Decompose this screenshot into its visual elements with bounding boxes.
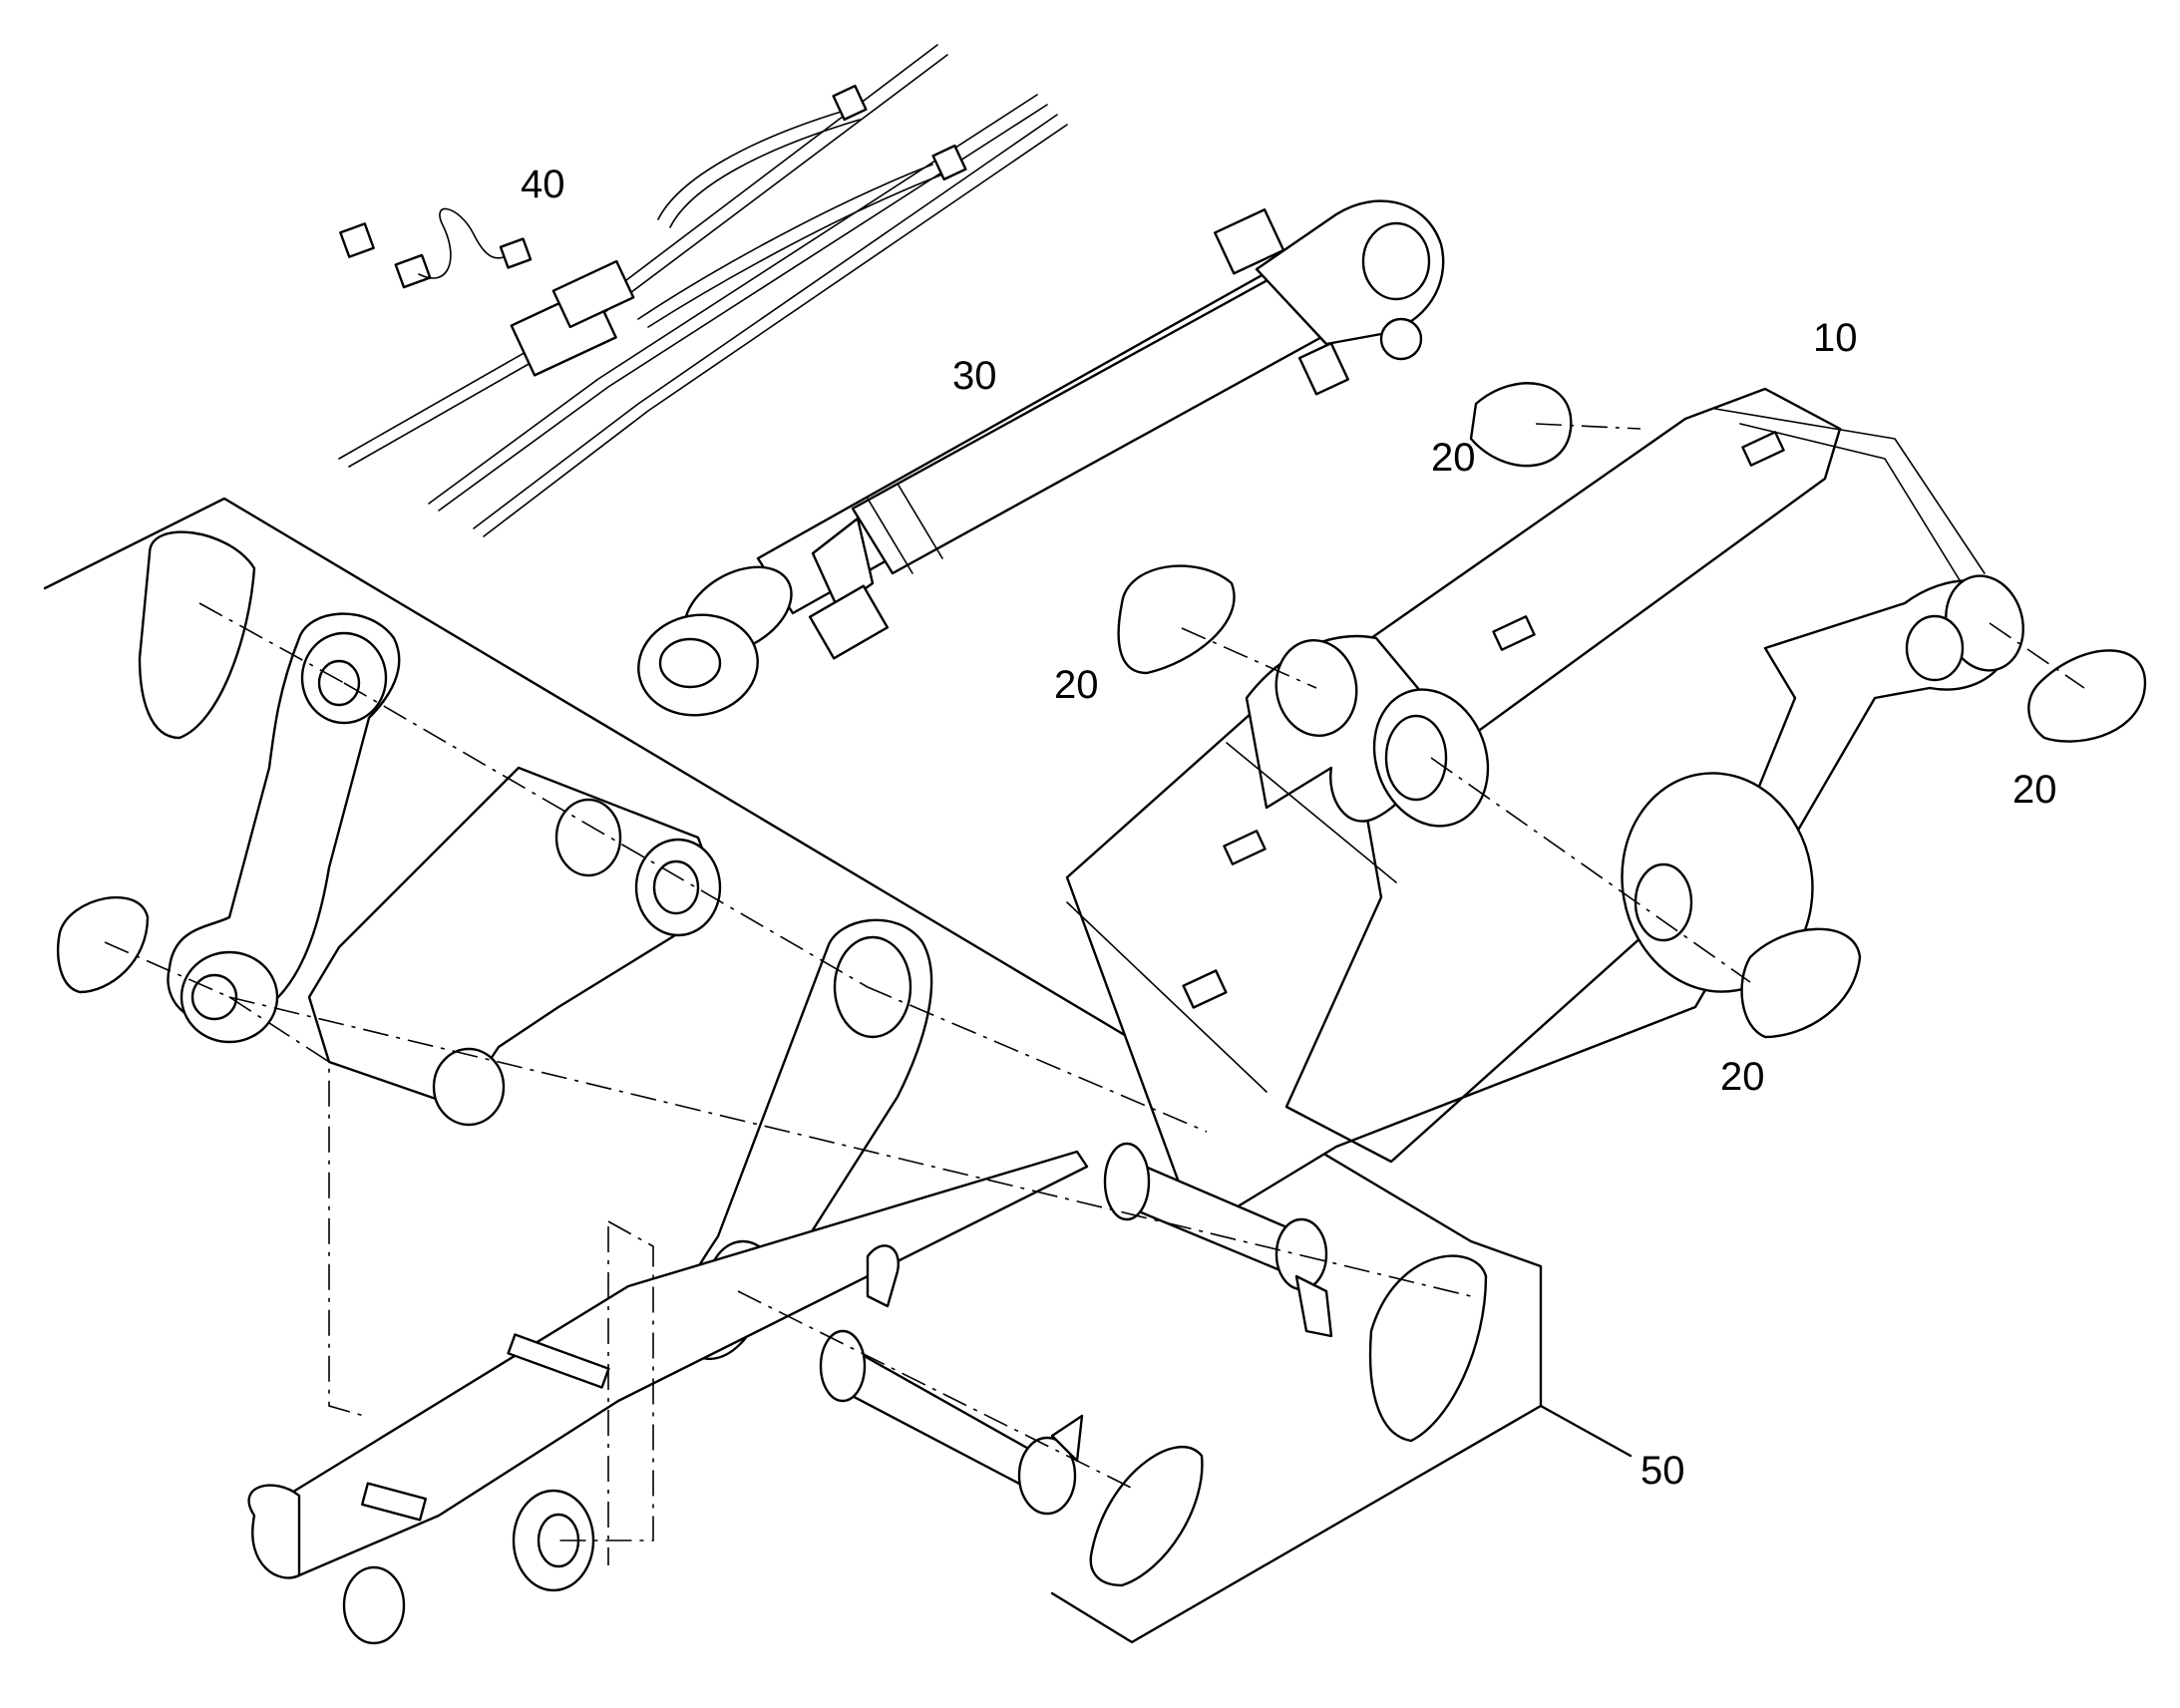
cover-plate [57, 895, 150, 994]
callout-boom: 10 [1813, 316, 1858, 360]
cover-plate [1117, 564, 1236, 675]
cylinder-valve [808, 584, 890, 660]
callout-cover-plate-top: 20 [1431, 436, 1476, 480]
centerline-guides [104, 423, 2085, 1565]
cover-plate [1089, 1445, 1204, 1587]
callout-lift-cylinder: 30 [952, 354, 997, 398]
callout-hydraulic-lines: 40 [521, 163, 565, 206]
hose-clamp [931, 144, 967, 181]
pivot-pin-lower [836, 1339, 1044, 1498]
stick-arm [252, 1150, 1089, 1577]
cover-plate [1740, 927, 1862, 1039]
hydraulic-lines [338, 44, 1068, 537]
valve-block-upper [551, 259, 635, 329]
kit-boundary-frame [43, 497, 1633, 1644]
h-link [307, 766, 715, 1109]
lift-cylinder [637, 199, 1445, 717]
callout-cover-plate-bottom-right: 20 [1720, 1055, 1765, 1099]
fitting [339, 222, 375, 258]
fitting [394, 253, 432, 289]
cover-plates [57, 382, 2147, 1587]
cover-plate [1469, 382, 1573, 468]
callout-boom-assembly-kit: 50 [1640, 1449, 1685, 1493]
fitting [499, 237, 533, 269]
hose-clamp [832, 84, 868, 122]
callout-cover-plate-mid: 20 [1054, 663, 1099, 707]
callout-cover-plate-right: 20 [2012, 768, 2057, 812]
boom [1065, 387, 2024, 1233]
callouts: 10 20 20 20 20 30 40 50 [521, 163, 2057, 1493]
cover-plate [138, 530, 256, 740]
cover-plate [2027, 649, 2147, 743]
cover-plate [1368, 1254, 1488, 1443]
